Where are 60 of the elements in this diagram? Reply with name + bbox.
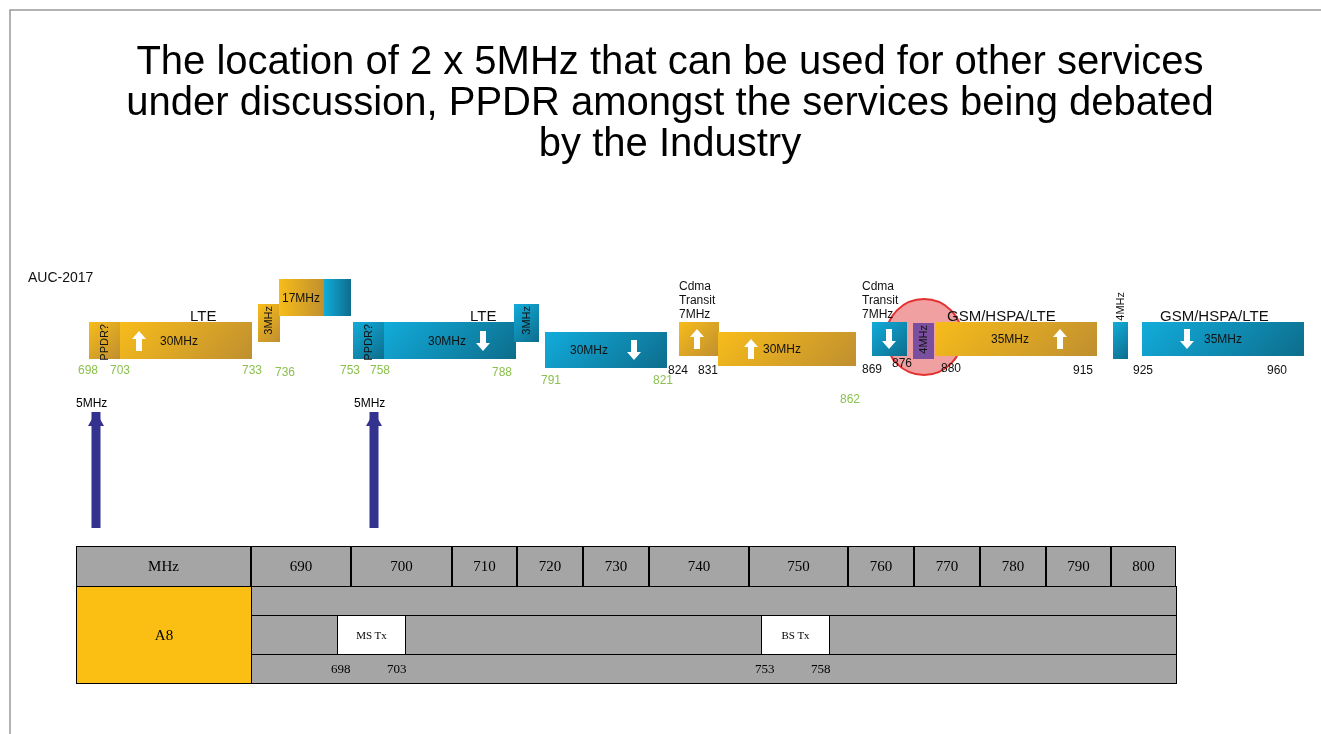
table-cell: MHz [76, 546, 251, 587]
band-label: 5MHz [354, 396, 386, 410]
table-cell: 730 [583, 546, 649, 587]
frequency-label: 915 [1073, 363, 1094, 377]
band-label: 30MHz [428, 333, 466, 348]
table-cell: 790 [1046, 546, 1111, 587]
frequency-label: 791 [541, 373, 562, 387]
band-label: PPDR? [361, 324, 374, 361]
table-cell: 760 [848, 546, 914, 587]
table-cell: 690 [251, 546, 351, 587]
band-label: PPDR? [97, 324, 110, 361]
title: The location of 2 x 5MHz that can be used for other services under discussion, PPDR amongst the services being debated by the Industry [125, 40, 1215, 163]
table-cell: A8 [76, 586, 252, 684]
frequency-label: 753 [755, 661, 775, 677]
frequency-label: 698 [78, 363, 99, 377]
frequency-label: 758 [370, 363, 391, 377]
band-label: 3MHz [519, 306, 532, 335]
band-label: LTE [190, 307, 217, 324]
frequency-label: 788 [492, 365, 513, 379]
frequency-label: 862 [840, 392, 861, 406]
frequency-label: 960 [1267, 363, 1288, 377]
band-label: 3MHz [262, 306, 274, 335]
frequency-label: 736 [275, 365, 296, 379]
table-cell: 720 [517, 546, 583, 587]
band-label: 35MHz [991, 332, 1029, 346]
band-label: 30MHz [570, 343, 608, 357]
table-cell: 780 [980, 546, 1046, 587]
frequency-label: 880 [941, 361, 962, 375]
table-cell: 710 [452, 546, 517, 587]
table-cell: 700 [351, 546, 452, 587]
table-cell: 800 [1111, 546, 1176, 587]
band-label: GSM/HSPA/LTE [1160, 307, 1269, 324]
table-cell: 750 [749, 546, 848, 587]
frequency-label: 869 [862, 362, 883, 376]
arrow [88, 412, 104, 528]
band-label: Cdma Transit 7MHz [679, 279, 717, 321]
table-cell: 770 [914, 546, 980, 587]
chart-label: AUC-2017 [28, 269, 94, 285]
frequency-label: 876 [892, 356, 913, 370]
table-cell: 740 [649, 546, 749, 587]
frequency-label: 753 [340, 363, 361, 377]
frequency-label: 831 [698, 363, 719, 377]
table-cell: MS Tx [337, 615, 406, 655]
band-label: Cdma Transit 7MHz [862, 279, 900, 321]
frequency-label: 758 [811, 661, 831, 677]
band-label: 4MHz [916, 325, 929, 354]
frequency-label: 703 [387, 661, 407, 677]
band-label: 4MHz [1113, 292, 1126, 321]
band-label: 35MHz [1204, 332, 1242, 346]
arrow [366, 412, 382, 528]
frequency-label: 733 [242, 363, 263, 377]
band-label: 5MHz [76, 396, 108, 410]
band-label: 17MHz [282, 290, 320, 305]
frequency-label: 925 [1133, 363, 1154, 377]
band-label: 30MHz [763, 342, 801, 356]
frequency-label: 703 [110, 363, 131, 377]
frequency-label: 698 [331, 661, 351, 677]
band-label: LTE [470, 307, 497, 324]
band-label: 30MHz [160, 333, 198, 348]
table-cell: BS Tx [761, 615, 830, 655]
